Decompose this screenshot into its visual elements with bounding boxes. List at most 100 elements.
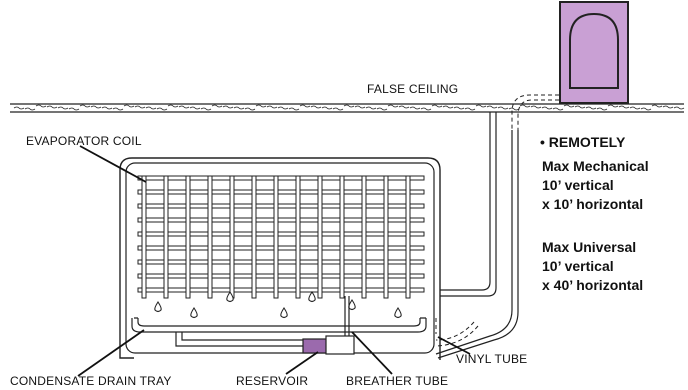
refrigerant-line (440, 112, 497, 297)
condensate-drain-tray (131, 317, 427, 347)
droplet (308, 291, 316, 303)
coil-tube (251, 175, 257, 299)
ceiling-texture-mark (288, 107, 300, 111)
ceiling-texture-mark (618, 105, 630, 109)
ceiling-texture-mark (530, 105, 542, 109)
coil-fin (137, 175, 425, 181)
ceiling-texture-mark (68, 107, 80, 111)
ceiling-texture-mark (574, 105, 586, 109)
false-ceiling-label: FALSE CEILING (367, 82, 459, 96)
ceiling-texture-mark (662, 105, 674, 109)
ceiling-texture-mark (508, 107, 520, 111)
remote-pump (559, 1, 629, 104)
ceiling-texture-mark (497, 106, 509, 110)
ceiling-texture-mark (420, 107, 432, 111)
ceiling-texture-mark (442, 105, 454, 109)
ceiling-texture-mark (640, 107, 652, 111)
ceiling-texture-mark (552, 107, 564, 111)
ceiling-texture-mark (365, 106, 377, 110)
coil-fin (137, 259, 425, 265)
coil-tube (207, 175, 213, 299)
coil-tube (163, 175, 169, 299)
condensate-drain-tray-label: CONDENSATE DRAIN TRAY (10, 374, 172, 388)
ceiling-texture-mark (409, 106, 421, 110)
breather-tube-label: BREATHER TUBE (346, 374, 449, 388)
ceiling-texture-mark (255, 104, 267, 108)
ceiling-texture-mark (134, 105, 146, 109)
coil-fin (137, 217, 425, 223)
coil-fin (137, 287, 425, 293)
droplet (348, 299, 356, 311)
ceiling-texture-mark (629, 106, 641, 110)
ceiling-texture-mark (321, 106, 333, 110)
vinyl-tube-dashed (435, 94, 559, 347)
ceiling-texture-mark (607, 104, 619, 108)
ceiling-texture-mark (299, 104, 311, 108)
evaporator-coil (137, 175, 425, 299)
spec-mechanical-vertical: 10’ vertical (542, 177, 614, 193)
ceiling-texture-mark (486, 105, 498, 109)
ceiling-texture-mark (563, 104, 575, 108)
ceiling-texture-mark (46, 105, 58, 109)
coil-tube (185, 175, 191, 299)
ceiling-texture-mark (673, 106, 685, 110)
ceiling-texture-mark (145, 106, 157, 110)
spec-heading: • REMOTELY (540, 134, 626, 150)
coil-fin (137, 245, 425, 251)
droplet (226, 291, 234, 303)
breather-tube (344, 296, 350, 338)
spec-universal-title: Max Universal (542, 239, 637, 255)
coil-tube (295, 175, 301, 299)
spec-mechanical-horizontal: x 10’ horizontal (542, 196, 644, 212)
ceiling-texture-mark (475, 104, 487, 108)
ceiling-texture-mark (541, 106, 553, 110)
droplet (394, 307, 402, 319)
ceiling-texture-mark (90, 105, 102, 109)
ceiling-texture-mark (211, 104, 223, 108)
ceiling-texture-mark (35, 104, 47, 108)
ceiling-texture-mark (651, 104, 663, 108)
spec-mechanical-title: Max Mechanical (542, 158, 649, 174)
coil-fin (137, 231, 425, 237)
ceiling-texture-mark (24, 107, 36, 111)
ceiling-texture-mark (354, 105, 366, 109)
ceiling-texture-mark (200, 107, 212, 111)
ceiling-texture-mark (79, 104, 91, 108)
coil-tube (361, 175, 367, 299)
ceiling-texture-mark (178, 105, 190, 109)
ceiling-texture-mark (156, 107, 168, 111)
condensate-droplets (154, 291, 402, 319)
ceiling-texture-mark (332, 107, 344, 111)
coil-fin (137, 189, 425, 195)
leader-lines (77, 145, 471, 377)
coil-tube (141, 175, 147, 299)
coil-tube (383, 175, 389, 299)
ceiling-texture-mark (233, 106, 245, 110)
ceiling-texture-mark (101, 106, 113, 110)
ceiling-texture-mark (167, 104, 179, 108)
coil-tube (405, 175, 411, 299)
ceiling-texture-mark (222, 105, 234, 109)
coil-tube (273, 175, 279, 299)
ceiling-texture-mark (453, 106, 465, 110)
ceiling-texture-mark (387, 104, 399, 108)
ceiling-texture-mark (519, 104, 531, 108)
coil-tube (339, 175, 345, 299)
ceiling-texture-mark (376, 107, 388, 111)
ceiling-texture-mark (585, 106, 597, 110)
coil-fin (137, 203, 425, 209)
ceiling-texture-mark (343, 104, 355, 108)
reservoir-label: RESERVOIR (236, 374, 309, 388)
ceiling-texture-mark (596, 107, 608, 111)
vinyl-tube (435, 130, 519, 359)
coil-tube (229, 175, 235, 299)
false-ceiling (10, 103, 685, 113)
droplet (280, 307, 288, 319)
coil-tube (317, 175, 323, 299)
ceiling-texture-mark (277, 106, 289, 110)
ceiling-texture-mark (244, 107, 256, 111)
droplet (154, 301, 162, 313)
ceiling-texture-mark (13, 106, 25, 110)
